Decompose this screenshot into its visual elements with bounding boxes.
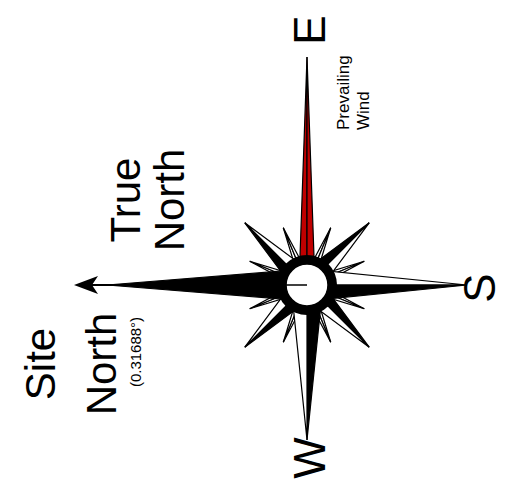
direction-letter: W: [288, 437, 332, 479]
north-point: [107, 285, 307, 301]
north-arrowhead: [74, 276, 98, 294]
north-label: True North: [104, 135, 192, 265]
compass-star: [74, 57, 467, 440]
angle-note: (0.31688°): [128, 317, 143, 387]
hub-ring: [277, 255, 337, 315]
direction-letter: E: [288, 15, 332, 44]
wind-needle: [299, 57, 307, 285]
north-label: Site North: [11, 299, 133, 429]
wind-needle: [307, 57, 315, 285]
hub-center: [286, 264, 328, 306]
direction-letter: S: [458, 273, 502, 302]
hub-tick: [286, 284, 307, 286]
north-point: [107, 269, 307, 285]
wind-label: Prevailing Wind: [334, 42, 375, 130]
